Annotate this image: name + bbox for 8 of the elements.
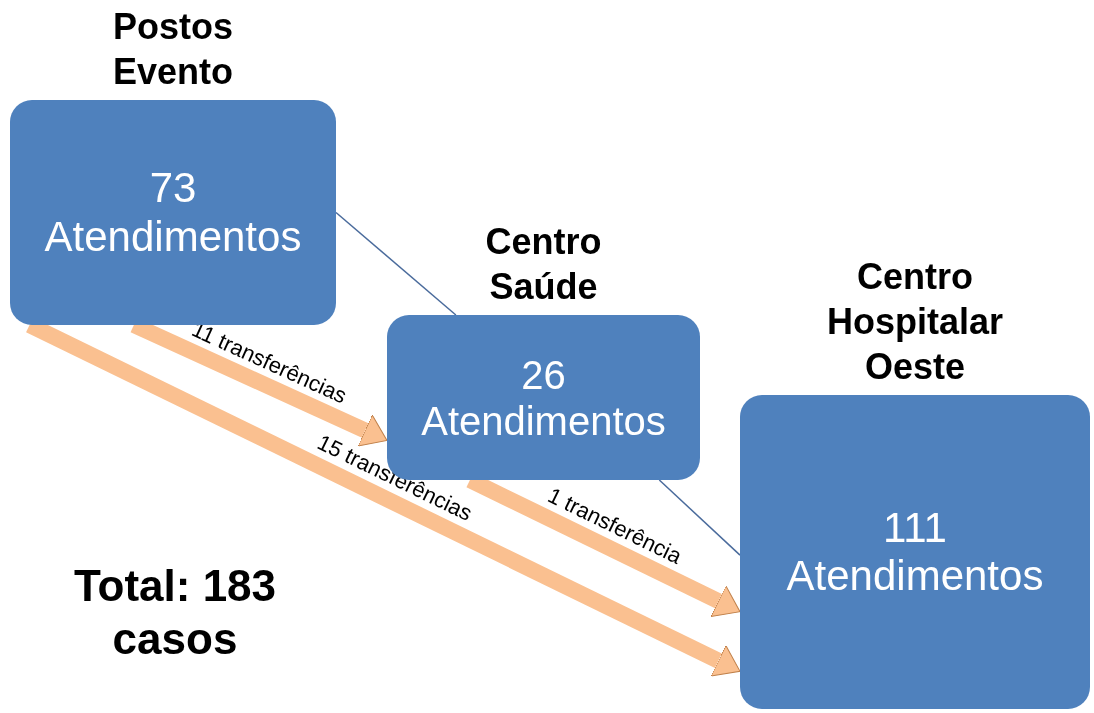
connector-line: [335, 211, 457, 316]
total-note: Total: 183 casos: [72, 560, 278, 665]
box-heading: Centro Hospitalar Oeste: [825, 255, 1004, 389]
box-heading: Postos Evento: [111, 5, 234, 94]
box-heading: Centro Saúde: [484, 220, 603, 309]
connector-line: [658, 479, 741, 556]
box-text: 111 Atendimentos: [785, 503, 1045, 601]
box-text: 73 Atendimentos: [43, 164, 303, 261]
